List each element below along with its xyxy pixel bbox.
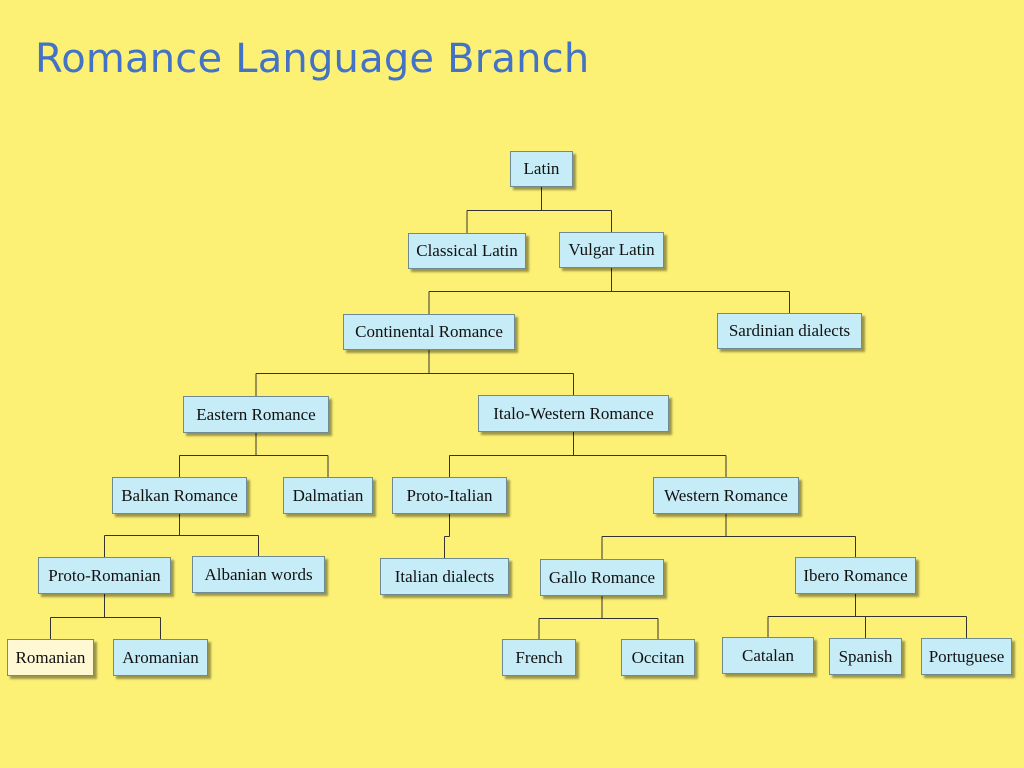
node-french: French bbox=[502, 639, 576, 676]
slide-title: Romance Language Branch bbox=[35, 36, 590, 82]
node-gallo-romance: Gallo Romance bbox=[540, 559, 664, 596]
node-sardinian-dialects: Sardinian dialects bbox=[717, 313, 862, 349]
node-ibero-romance: Ibero Romance bbox=[795, 557, 916, 594]
node-romanian: Romanian bbox=[7, 639, 94, 676]
node-catalan: Catalan bbox=[722, 637, 814, 674]
node-proto-romanian: Proto-Romanian bbox=[38, 557, 171, 594]
node-proto-italian: Proto-Italian bbox=[392, 477, 507, 514]
node-spanish: Spanish bbox=[829, 638, 902, 675]
node-italo-western-romance: Italo-Western Romance bbox=[478, 395, 669, 432]
node-portuguese: Portuguese bbox=[921, 638, 1012, 675]
node-balkan-romance: Balkan Romance bbox=[112, 477, 247, 514]
node-latin: Latin bbox=[510, 151, 573, 187]
node-continental-romance: Continental Romance bbox=[343, 314, 515, 350]
node-classical-latin: Classical Latin bbox=[408, 233, 526, 269]
node-eastern-romance: Eastern Romance bbox=[183, 396, 329, 433]
node-italian-dialects: Italian dialects bbox=[380, 558, 509, 595]
node-dalmatian: Dalmatian bbox=[283, 477, 373, 514]
node-aromanian: Aromanian bbox=[113, 639, 208, 676]
node-albanian-words: Albanian words bbox=[192, 556, 325, 593]
node-vulgar-latin: Vulgar Latin bbox=[559, 232, 664, 268]
node-occitan: Occitan bbox=[621, 639, 695, 676]
node-western-romance: Western Romance bbox=[653, 477, 799, 514]
